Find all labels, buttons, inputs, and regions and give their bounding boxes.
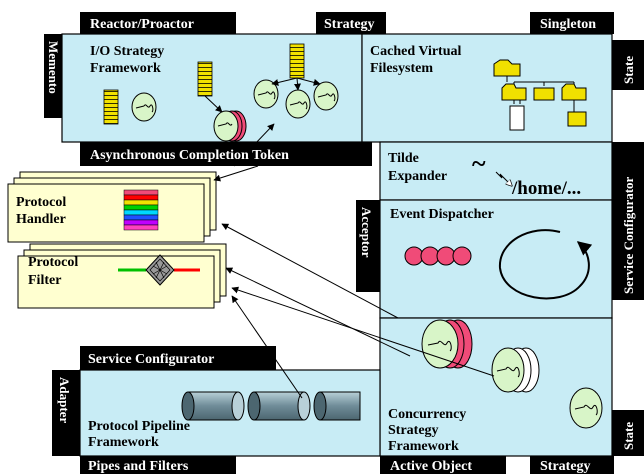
protocol-handler-label-line2: Handler bbox=[16, 212, 66, 227]
svg-text:Adapter: Adapter bbox=[57, 377, 72, 423]
pipeline-title-line2: Framework bbox=[88, 435, 159, 450]
concurrency-single-thread-icon bbox=[569, 387, 603, 429]
protocol-filter-stack bbox=[17, 243, 227, 309]
io-thread-icon-a bbox=[131, 92, 157, 122]
io-thread-icon-b bbox=[253, 79, 279, 109]
tag-adapter: Adapter bbox=[52, 370, 80, 456]
pipeline-title-line1: Protocol Pipeline bbox=[88, 419, 190, 434]
protocol-handler-color-stack bbox=[123, 189, 159, 231]
svg-text:Reactor/Proactor: Reactor/Proactor bbox=[90, 17, 194, 32]
event-queue-circles bbox=[404, 246, 472, 266]
protocol-handler-label-line1: Protocol bbox=[16, 195, 66, 210]
tag-active-object: Active Object bbox=[380, 456, 506, 474]
tilde-path: /home/... bbox=[511, 178, 581, 199]
tag-acceptor: Acceptor bbox=[356, 200, 380, 292]
io-strategy-title-line1: I/O Strategy bbox=[90, 44, 164, 59]
io-thread-icon-d bbox=[313, 81, 339, 111]
tag-singleton: Singleton bbox=[530, 12, 614, 34]
tilde-title-line1: Tilde bbox=[388, 151, 419, 166]
concurrency-thread-pool-icon bbox=[491, 347, 540, 393]
tag-state-bottom: State bbox=[612, 410, 644, 456]
tag-asynchronous-completion-token: Asynchronous Completion Token bbox=[80, 142, 372, 166]
fs-title-line1: Cached Virtual bbox=[370, 44, 462, 59]
svg-text:Asynchronous Completion Token: Asynchronous Completion Token bbox=[90, 148, 289, 163]
protocol-filter-label-line1: Protocol bbox=[28, 255, 78, 270]
panel-concurrency-strategy bbox=[379, 317, 613, 457]
event-loop-arrow bbox=[498, 229, 593, 300]
fs-title-line2: Filesystem bbox=[370, 61, 433, 76]
pipeline-cylinders bbox=[181, 391, 361, 421]
svg-text:Memento: Memento bbox=[46, 41, 61, 94]
tag-strategy-bottom: Strategy bbox=[530, 456, 614, 474]
panel-tilde-expander bbox=[379, 141, 613, 201]
io-thread-icon-c bbox=[285, 89, 311, 119]
tilde-expansion-arrow bbox=[495, 171, 512, 186]
svg-text:Strategy: Strategy bbox=[540, 459, 591, 474]
svg-text:Singleton: Singleton bbox=[540, 17, 596, 32]
concurrency-handler-stack-icon bbox=[421, 319, 473, 369]
svg-text:State: State bbox=[621, 422, 636, 450]
io-event-stack-icon bbox=[213, 110, 247, 142]
tilde-title-line2: Expander bbox=[388, 169, 447, 184]
io-strategy-title-line2: Framework bbox=[90, 61, 161, 76]
tilde-glyph: ~ bbox=[472, 149, 486, 178]
tag-memento: Memento bbox=[44, 34, 62, 118]
folder-tree-icon bbox=[493, 59, 587, 131]
tag-state-top: State bbox=[612, 40, 644, 90]
svg-text:Pipes and Filters: Pipes and Filters bbox=[88, 459, 189, 474]
svg-text:Service Configurator: Service Configurator bbox=[621, 176, 636, 294]
tag-reactor-proactor: Reactor/Proactor bbox=[80, 12, 236, 34]
concurrency-title-line1: Concurrency bbox=[388, 407, 466, 422]
svg-text:Strategy: Strategy bbox=[324, 17, 375, 32]
svg-text:Active Object: Active Object bbox=[390, 459, 472, 474]
svg-text:Acceptor: Acceptor bbox=[359, 207, 374, 258]
concurrency-title-line2: Strategy bbox=[388, 423, 439, 438]
concurrency-title-line3: Framework bbox=[388, 439, 459, 454]
tag-service-configurator-right: Service Configurator bbox=[612, 142, 644, 300]
protocol-filter-icon bbox=[118, 254, 200, 286]
svg-text:Service Configurator: Service Configurator bbox=[88, 352, 214, 367]
protocol-handler-stack bbox=[7, 171, 217, 243]
event-dispatcher-title: Event Dispatcher bbox=[390, 207, 494, 222]
tag-service-configurator-mid: Service Configurator bbox=[80, 346, 276, 370]
svg-text:State: State bbox=[621, 56, 636, 84]
tag-pipes-and-filters: Pipes and Filters bbox=[80, 456, 236, 474]
io-queue-bars bbox=[103, 43, 305, 125]
protocol-filter-label-line2: Filter bbox=[28, 273, 61, 288]
tag-strategy-top: Strategy bbox=[316, 12, 386, 34]
